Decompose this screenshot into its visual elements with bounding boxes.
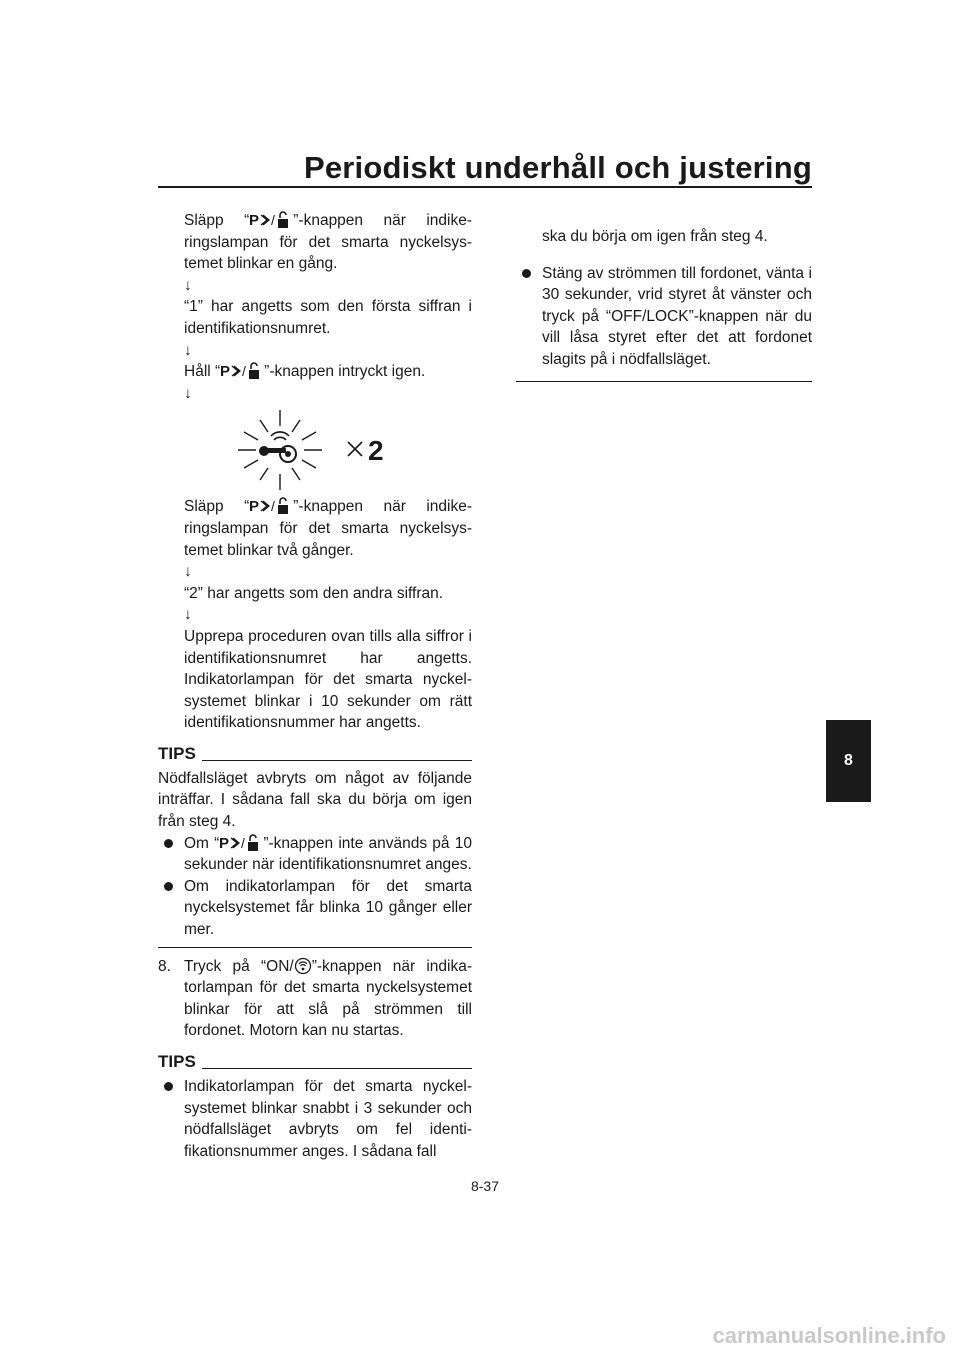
chapter-tab: 8 [826,720,871,802]
digit-2-set: “2” har angetts som den andra siffran. [184,584,444,602]
svg-text:P: P [249,498,259,515]
list-item: Om “ P / ”-knappen inte används på 10 se… [158,833,472,876]
text: ”-knappen när indike­ringslampan för det… [184,498,472,559]
step-8: 8. Tryck på “ON/ ”-knappen när indika­to… [158,956,472,1042]
list-item: Om indikatorlampan för det smarta nyckel… [158,876,472,941]
tips-end-rule [158,946,472,948]
text: ”-knappen när indika­torlampan för det s… [184,957,472,1040]
blinking-indicator-figure: 2 [184,404,472,496]
tips-list: Om “ P / ”-knappen inte används på 10 se… [158,833,472,941]
text: Tryck på “ON/ [184,957,294,975]
procedure-block: Släpp “ P / ”-knappen när indike­ringsla… [158,210,472,734]
text: ”-knappen när indike­ringslampan för det… [184,212,472,273]
svg-text:/: / [241,835,245,851]
right-column: ska du börja om igen från steg 4. Stäng … [516,210,812,382]
svg-text:2: 2 [368,435,384,466]
p-unlock-button-icon: P / [249,211,289,229]
p-unlock-button-icon: P / [219,833,259,852]
svg-text:/: / [271,212,275,228]
svg-text:/: / [271,498,275,514]
svg-text:P: P [220,363,230,380]
left-column: Släpp “ P / ”-knappen när indike­ringsla… [158,210,472,1162]
tips-rule [201,1068,472,1069]
text: Släpp “ [184,212,250,229]
arrow: ↓ [184,276,192,294]
release-step-2: Släpp “ P / ”-knappen när indike­ringsla… [184,496,472,561]
tips-list: Stäng av strömmen till fordonet, vänta i… [516,263,812,371]
tips-heading: TIPS [158,744,472,764]
smart-key-indicator-icon: 2 [238,410,384,491]
tips-intro: Nödfallsläget avbryts om något av följan… [158,769,472,831]
text: Om “ [184,834,220,852]
tips-end-rule [516,380,812,382]
p-unlock-button-icon: P / [249,497,289,515]
step-number: 8. [158,957,171,975]
svg-text:P: P [219,835,229,852]
release-step-1: Släpp “ P / ”-knappen när indike­ringsla… [184,210,472,275]
text: ”-knappen intryckt igen. [264,363,426,381]
title-rule [158,186,812,188]
tips-label: TIPS [158,743,196,763]
tips-label: TIPS [158,1052,196,1071]
arrow: ↓ [184,563,192,581]
arrow: ↓ [184,606,192,624]
arrow: ↓ [184,341,192,359]
arrow: ↓ [184,384,192,402]
tips-list: Indikatorlampan för det smarta nyckel­sy… [158,1076,472,1162]
page-number: 8-37 [470,1178,500,1194]
hold-button-step: Håll “ P / ”-knappen intryckt igen. [184,361,472,383]
repeat-procedure: Upprepa proceduren ovan tills alla siff­… [184,627,472,732]
digit-1-set: “1” har angetts som den första siffran i… [184,298,472,337]
page-title: Periodiskt underhåll och justering [303,150,812,185]
text: ”-knappen inte används på 10 sekunder nä… [184,834,472,874]
text: Släpp “ [184,498,250,516]
tips-heading: TIPS [158,1052,472,1072]
p-unlock-button-icon: P / [220,362,260,380]
text: Håll “ [184,363,221,381]
svg-text:/: / [242,363,246,379]
list-item: Indikatorlampan för det smarta nyckel­sy… [158,1076,472,1162]
tips-rule [201,759,472,761]
tips-continuation: ska du börja om igen från steg 4. [542,227,768,245]
smart-key-signal-icon [294,957,311,974]
watermark: carmanualsonline.info [712,1323,947,1348]
list-item: Stäng av strömmen till fordonet, vänta i… [516,263,812,371]
svg-text:P: P [249,212,259,229]
